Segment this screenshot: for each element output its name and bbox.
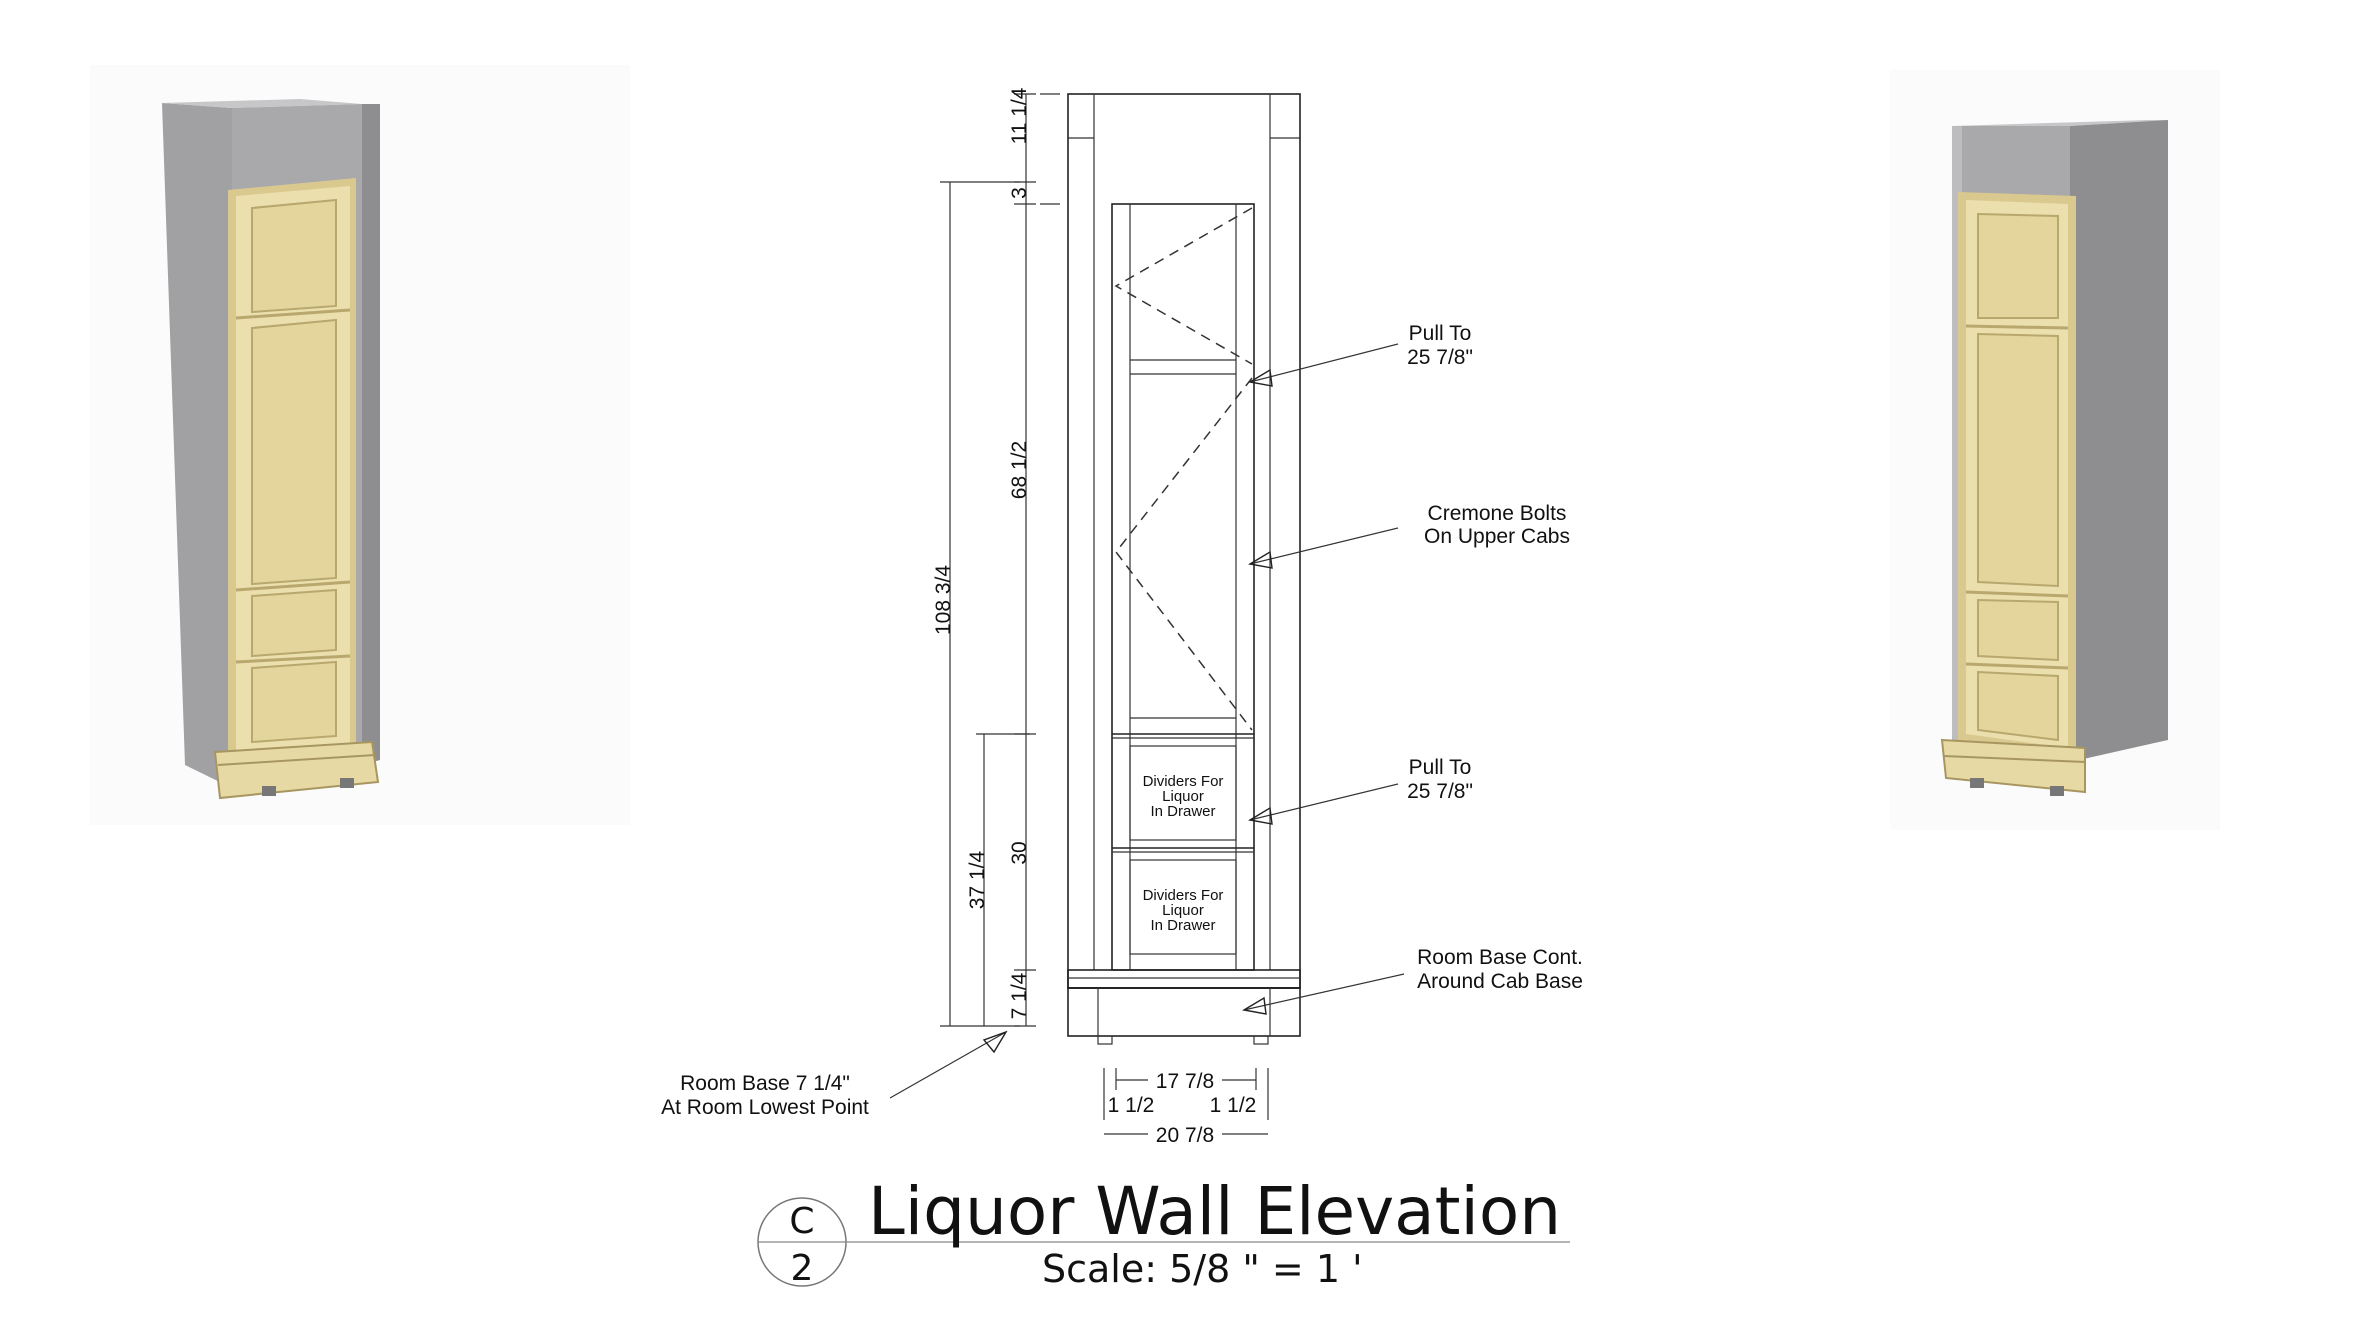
sheet-number: 2 (791, 1248, 814, 1289)
cabinet-base (1067, 987, 1301, 1037)
dim-small-segment: 3 (1008, 187, 1031, 199)
lower-door-swing (1115, 377, 1253, 731)
elevation-drawing: Dividers For Liquor In Drawer Dividers F… (1067, 93, 1301, 1045)
title-block: C 2 Liquor Wall Elevation Scale: 5/8 " =… (757, 1173, 1570, 1291)
vertical-dimensions: 11 1/4 3 68 1/2 30 7 1/4 108 3/4 37 1/4 (932, 87, 1060, 1027)
callout-cremone-line-2: On Upper Cabs (1424, 525, 1570, 548)
callout-pull-upper-line-1: Pull To (1409, 322, 1472, 345)
dim-lower-height: 30 (1008, 841, 1031, 864)
callout-pull-upper-line-2: 25 7/8" (1407, 346, 1473, 369)
drawer-2-note-line-3: In Drawer (1150, 917, 1215, 934)
dim-counter-height: 37 1/4 (966, 850, 989, 909)
cabinet-box (1111, 203, 1255, 971)
elevation-outline (1067, 93, 1301, 989)
callout-pull-lower-line-1: Pull To (1409, 756, 1472, 779)
upper-door-swing (1114, 207, 1253, 365)
callout-cremone-line-1: Cremone Bolts (1428, 502, 1567, 525)
drawing-title: Liquor Wall Elevation (868, 1173, 1561, 1250)
dim-inner-width: 17 7/8 (1156, 1070, 1214, 1093)
callout-room-base-line-1: Room Base 7 1/4" (680, 1072, 850, 1095)
dim-upper-height: 68 1/2 (1008, 441, 1031, 499)
section-letter: C (789, 1201, 814, 1242)
horizontal-dimensions: 17 7/8 1 1/2 1 1/2 20 7/8 (1103, 1068, 1269, 1147)
callouts: Pull To 25 7/8" Cremone Bolts On Upper C… (661, 322, 1583, 1119)
callout-pull-lower-line-2: 25 7/8" (1407, 780, 1473, 803)
callout-room-base-cont-line-2: Around Cab Base (1417, 970, 1583, 993)
callout-room-base-cont-line-1: Room Base Cont. (1417, 946, 1583, 969)
drawing-scale: Scale: 5/8 " = 1 ' (1042, 1247, 1363, 1291)
right-cabinet-render (1890, 70, 2220, 830)
drawer-1-note-line-3: In Drawer (1150, 803, 1215, 820)
dim-right-stile: 1 1/2 (1210, 1094, 1257, 1117)
drawer-2-note-line-1: Dividers For (1143, 887, 1224, 904)
dim-overall-width: 20 7/8 (1156, 1124, 1214, 1147)
left-cabinet-render (90, 65, 630, 825)
drawer-2-note-line-2: Liquor (1162, 902, 1204, 919)
dim-top-segment: 11 1/4 (1008, 87, 1031, 144)
dim-overall-height: 108 3/4 (932, 565, 955, 635)
dim-left-stile: 1 1/2 (1108, 1094, 1155, 1117)
drawer-1-note-line-1: Dividers For (1143, 773, 1224, 790)
callout-room-base-line-2: At Room Lowest Point (661, 1096, 869, 1119)
drawer-1-note-line-2: Liquor (1162, 788, 1204, 805)
dim-base-height: 7 1/4 (1008, 972, 1031, 1019)
